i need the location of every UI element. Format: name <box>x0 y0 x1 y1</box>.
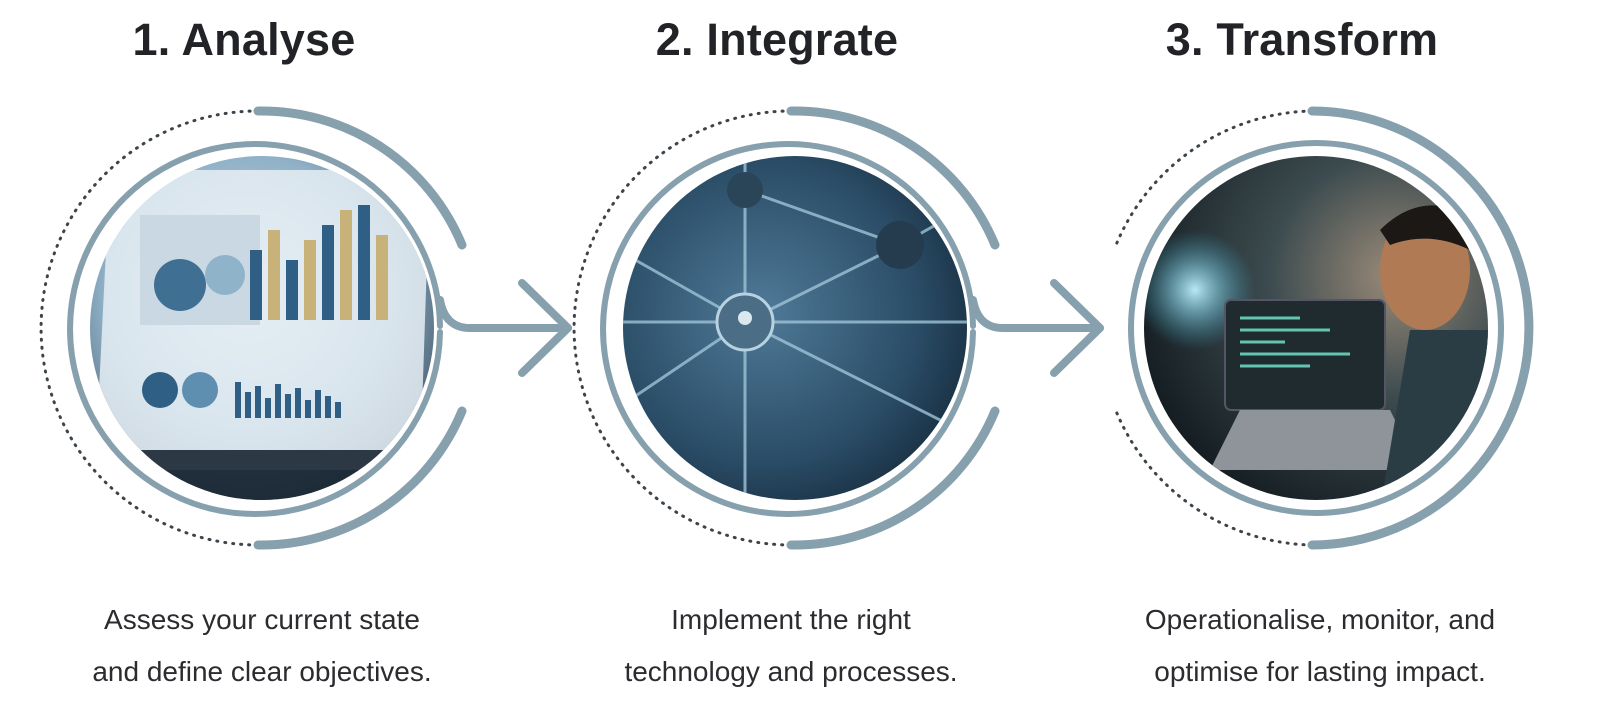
step-1-graphic <box>39 106 572 550</box>
step-2-title: 2. Integrate <box>655 14 899 65</box>
step-2-outer-arc-top <box>786 106 1000 250</box>
step-1-dotted-arc <box>39 109 260 547</box>
step-3-description-line: optimise for lasting impact. <box>1154 656 1486 687</box>
step-1-outer-arc-bottom <box>253 406 467 550</box>
step-3-dotted-arc-bottom <box>1114 409 1314 547</box>
step-1-description-line: and define clear objectives. <box>92 656 432 687</box>
step-2-arrow-head <box>1050 279 1104 377</box>
step-1-outer-arc-top <box>253 106 467 250</box>
step-1-inner-ring <box>67 141 443 517</box>
step-2-inner-ring <box>600 141 976 517</box>
step-3-outer-arc <box>1307 106 1534 550</box>
step-2-arrow-connector <box>969 296 1104 332</box>
step-1-title: 1. Analyse <box>132 14 356 65</box>
step-1-description-line: Assess your current state <box>104 604 420 635</box>
step-2-description-line: Implement the right <box>671 604 911 635</box>
step-3-title: 3. Transform <box>1165 14 1439 65</box>
step-2-graphic <box>572 106 1104 550</box>
step-2-description-line: technology and processes. <box>624 656 958 687</box>
step-1-description: Assess your current state and define cle… <box>42 594 482 698</box>
step-3-dotted-arc <box>1114 109 1314 247</box>
step-1-arrow-head <box>518 279 572 377</box>
step-2-photo <box>623 156 967 500</box>
step-3-description: Operationalise, monitor, and optimise fo… <box>1100 594 1540 698</box>
step-3-description-line: Operationalise, monitor, and <box>1144 604 1496 635</box>
step-3-photo <box>1144 156 1488 500</box>
step-2-description: Implement the right technology and proce… <box>571 594 1011 698</box>
step-3-inner-ring <box>1128 140 1504 516</box>
step-3-graphic <box>1114 106 1534 550</box>
step-2-outer-arc-bottom <box>786 406 1000 550</box>
step-2-dotted-arc <box>572 109 793 547</box>
step-1-arrow-connector <box>436 296 572 332</box>
